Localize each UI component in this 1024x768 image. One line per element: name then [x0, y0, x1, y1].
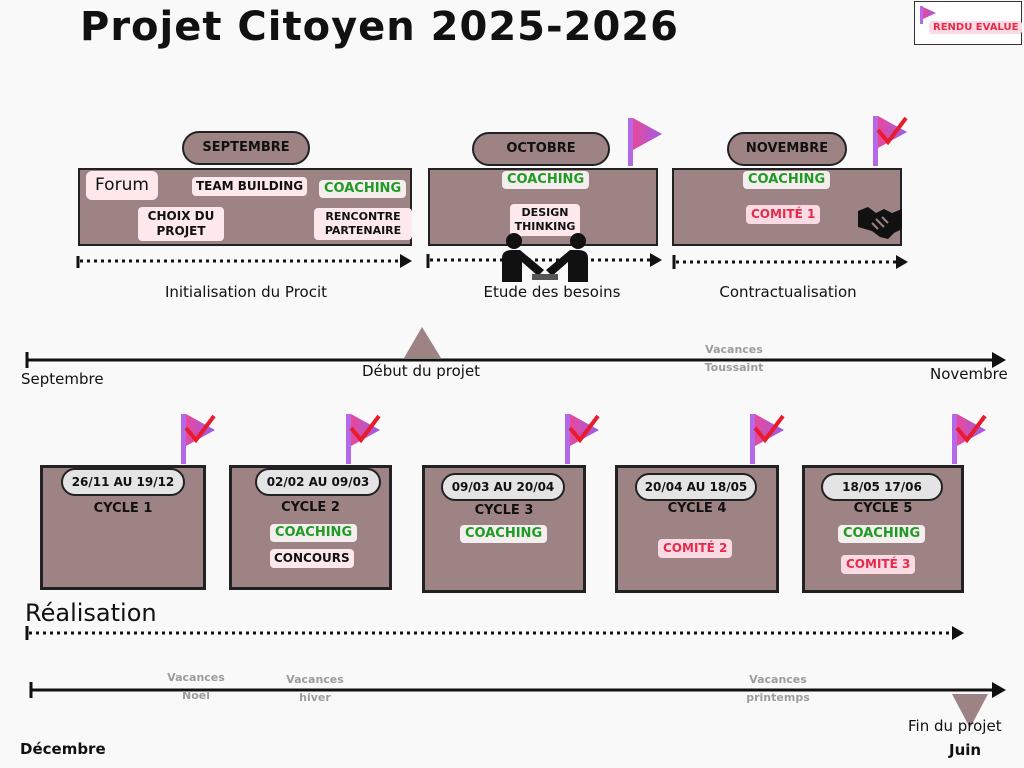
timeline-1-axis	[25, 352, 1006, 368]
page-title: Projet Citoyen 2025-2026	[80, 4, 679, 50]
month-pill-novembre: NOVEMBRE	[727, 132, 847, 166]
comite-3-tag: COMITÉ 3	[841, 555, 916, 574]
legend: RENDU EVALUE	[914, 1, 1023, 45]
realisation-arrow	[25, 626, 964, 640]
phase-label-contractualisation: Contractualisation	[719, 283, 857, 301]
comite-1-tag: COMITÉ 1	[746, 205, 821, 224]
cycle-5-name: CYCLE 5	[853, 501, 913, 516]
flag-check-icon-cycle-4	[750, 414, 785, 464]
milestone-start-label: Début du projet	[362, 362, 481, 380]
coaching-tag-cycle-3: COACHING	[460, 525, 548, 544]
flag-check-icon-cycle-1	[181, 414, 216, 464]
milestone-end-label: Fin du projet	[908, 717, 1002, 735]
flag-check-icon-cycle-3	[565, 414, 600, 464]
vacances-noel: Vacances Noël	[167, 671, 225, 702]
cycle-5-dates: 18/05 17/06	[821, 473, 943, 501]
vacances-hiver: Vacances hiver	[286, 673, 344, 704]
flag-icon	[920, 6, 936, 24]
flag-check-icon-cycle-2	[346, 414, 381, 464]
forum-tag: Forum	[86, 171, 158, 201]
phase-label-etude: Etude des besoins	[483, 283, 621, 301]
coaching-tag-octobre: COACHING	[502, 171, 590, 190]
cycle-4-name: CYCLE 4	[667, 501, 727, 516]
flag-check-icon-novembre	[873, 116, 908, 166]
cycle-4-dates: 20/04 AU 18/05	[635, 473, 757, 501]
realisation-label: Réalisation	[25, 599, 157, 627]
timeline-1-start-label: Septembre	[21, 370, 104, 388]
choix-projet-tag: CHOIX DU PROJET	[138, 207, 224, 241]
legend-label: RENDU EVALUE	[929, 21, 1023, 34]
milestone-end-triangle	[952, 694, 988, 728]
timeline-2-end-label: Juin	[949, 741, 982, 759]
cycle-1-dates: 26/11 AU 19/12	[61, 468, 185, 496]
vacances-printemps: Vacances printemps	[746, 673, 810, 704]
cycle-1-name: CYCLE 1	[93, 501, 153, 516]
coaching-tag-novembre: COACHING	[743, 171, 831, 190]
timeline-2-axis	[29, 682, 1006, 698]
phase-label-initialisation: Initialisation du Procit	[164, 283, 328, 301]
design-thinking-tag: DESIGN THINKING	[510, 204, 580, 236]
coaching-tag-septembre: COACHING	[319, 180, 407, 199]
phase-arrow-1	[76, 254, 412, 268]
rencontre-partenaire-tag: RENCONTRE PARTENAIRE	[314, 208, 412, 240]
phase-arrow-2	[426, 253, 662, 268]
coaching-tag-cycle-2: COACHING	[270, 524, 358, 543]
team-building-tag: TEAM BUILDING	[192, 177, 308, 196]
timeline-2-start-label: Décembre	[20, 740, 106, 758]
flag-check-icon-cycle-5	[952, 414, 987, 464]
month-pill-octobre: OCTOBRE	[472, 132, 610, 166]
cycle-3-name: CYCLE 3	[474, 503, 534, 518]
meeting-people-icon	[502, 233, 588, 282]
comite-2-tag: COMITÉ 2	[658, 539, 733, 558]
cycle-3-dates: 09/03 AU 20/04	[441, 473, 565, 501]
vacances-toussaint: Vacances Toussaint	[704, 343, 764, 374]
cycle-2-name: CYCLE 2	[281, 500, 340, 515]
handshake-icon	[858, 207, 902, 239]
concours-tag: CONCOURS	[270, 549, 354, 568]
coaching-tag-cycle-5: COACHING	[838, 525, 926, 544]
milestone-start-triangle	[404, 327, 441, 358]
month-pill-septembre: SEPTEMBRE	[182, 131, 310, 165]
phase-arrow-3	[672, 255, 908, 269]
timeline-1-end-label: Novembre	[930, 365, 1008, 383]
flag-icon-octobre	[628, 118, 662, 166]
cycle-2-dates: 02/02 AU 09/03	[255, 468, 381, 496]
